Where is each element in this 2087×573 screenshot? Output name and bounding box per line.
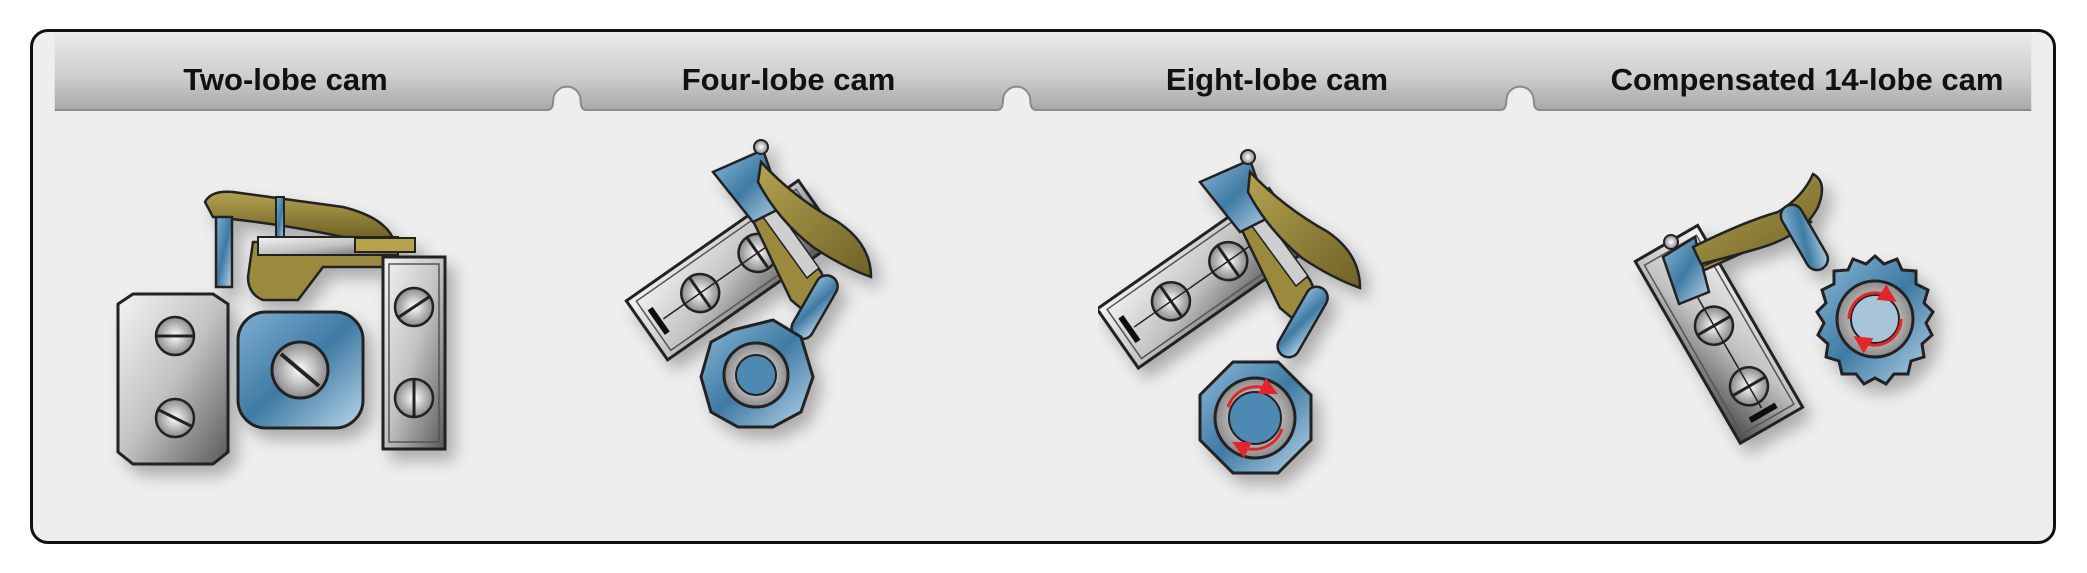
- two-lobe-cam-icon: [116, 190, 447, 466]
- eight-lobe-cam-icon: [1098, 149, 1362, 475]
- compensated-14-lobe-cam-icon: [1633, 172, 1935, 446]
- cam-types-figure: Two-lobe cam Four-lobe cam Eight-lobe ca…: [30, 29, 2056, 544]
- panel-title-eight-lobe: Eight-lobe cam: [1165, 62, 1389, 97]
- panel-compensated-14-lobe: [1613, 32, 2033, 541]
- panel-title-compensated-14-lobe: Compensated 14-lobe cam: [1610, 62, 2004, 97]
- gear-cam: [1815, 253, 1935, 386]
- panel-two-lobe: [93, 32, 513, 541]
- panel-four-lobe: [593, 32, 993, 541]
- panel-title-two-lobe: Two-lobe cam: [183, 62, 388, 97]
- header-tabs: [54, 32, 2032, 112]
- panel-title-four-lobe: Four-lobe cam: [681, 62, 896, 97]
- panel-eight-lobe: [1098, 32, 1498, 541]
- four-lobe-cam-icon: [624, 139, 873, 429]
